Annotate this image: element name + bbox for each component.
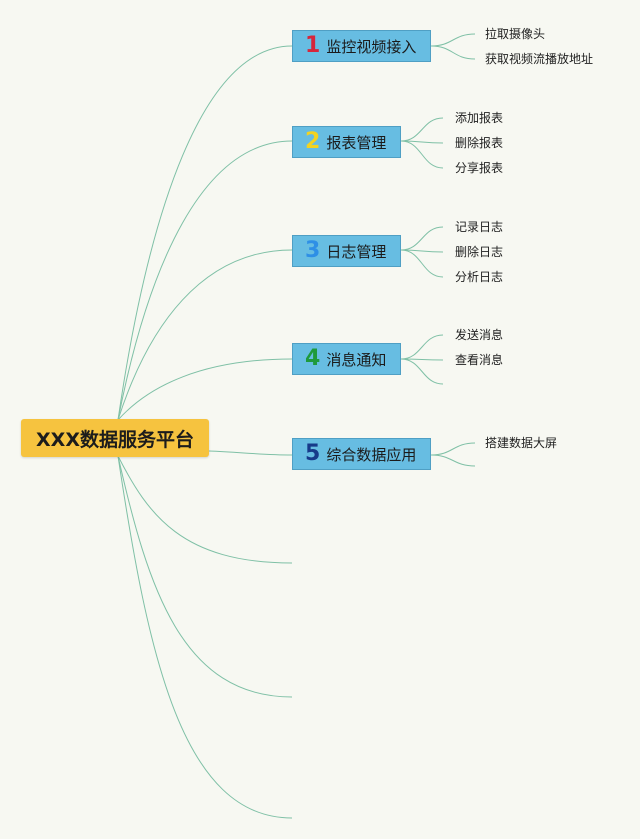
branch-label: 消息通知 xyxy=(326,350,387,369)
leaf-node[interactable]: 记录日志 xyxy=(455,220,504,234)
branch-number: 3 xyxy=(305,238,321,263)
leaf-link xyxy=(400,249,444,278)
leaf-node[interactable]: 搭建数据大屏 xyxy=(485,436,558,450)
root-link xyxy=(117,455,293,564)
leaf-node[interactable]: 删除报表 xyxy=(455,136,504,150)
leaf-node[interactable]: 获取视频流播放地址 xyxy=(485,52,594,66)
leaf-node[interactable]: 发送消息 xyxy=(455,328,504,342)
leaf-link xyxy=(400,226,444,251)
leaf-link xyxy=(430,454,476,467)
root-label: XXX数据服务平台 xyxy=(36,428,194,451)
leaf-node[interactable]: 删除日志 xyxy=(455,245,504,259)
root-link xyxy=(117,455,293,819)
branch-label: 报表管理 xyxy=(326,133,387,152)
leaf-link xyxy=(400,334,444,360)
branch-node-1[interactable]: 1 监控视频接入 xyxy=(292,30,431,62)
root-node[interactable]: XXX数据服务平台 xyxy=(21,419,209,457)
branch-label: 综合数据应用 xyxy=(326,445,417,464)
leaf-link xyxy=(430,45,476,60)
root-link xyxy=(117,455,293,698)
leaf-node[interactable]: 分析日志 xyxy=(455,270,504,284)
root-link xyxy=(117,249,293,421)
branch-number: 1 xyxy=(305,33,321,58)
branch-node-5[interactable]: 5 综合数据应用 xyxy=(292,438,431,470)
leaf-node[interactable]: 分享报表 xyxy=(455,161,504,175)
leaf-node[interactable]: 查看消息 xyxy=(455,353,504,367)
branch-number: 2 xyxy=(305,129,321,154)
branch-label: 日志管理 xyxy=(326,242,387,261)
root-link xyxy=(117,45,293,421)
leaf-link xyxy=(400,358,444,385)
leaf-link xyxy=(430,442,476,456)
root-link xyxy=(117,358,293,421)
leaf-node[interactable]: 拉取摄像头 xyxy=(485,27,546,41)
root-link xyxy=(208,450,293,456)
branch-node-3[interactable]: 3 日志管理 xyxy=(292,235,401,267)
branch-number: 5 xyxy=(305,441,321,466)
branch-label: 监控视频接入 xyxy=(326,37,417,56)
leaf-link xyxy=(400,117,444,142)
root-link xyxy=(117,140,293,421)
branch-number: 4 xyxy=(305,346,321,371)
leaf-link xyxy=(430,33,476,47)
leaf-link xyxy=(400,140,444,169)
branch-node-2[interactable]: 2 报表管理 xyxy=(292,126,401,158)
leaf-node[interactable]: 添加报表 xyxy=(455,111,504,125)
branch-node-4[interactable]: 4 消息通知 xyxy=(292,343,401,375)
